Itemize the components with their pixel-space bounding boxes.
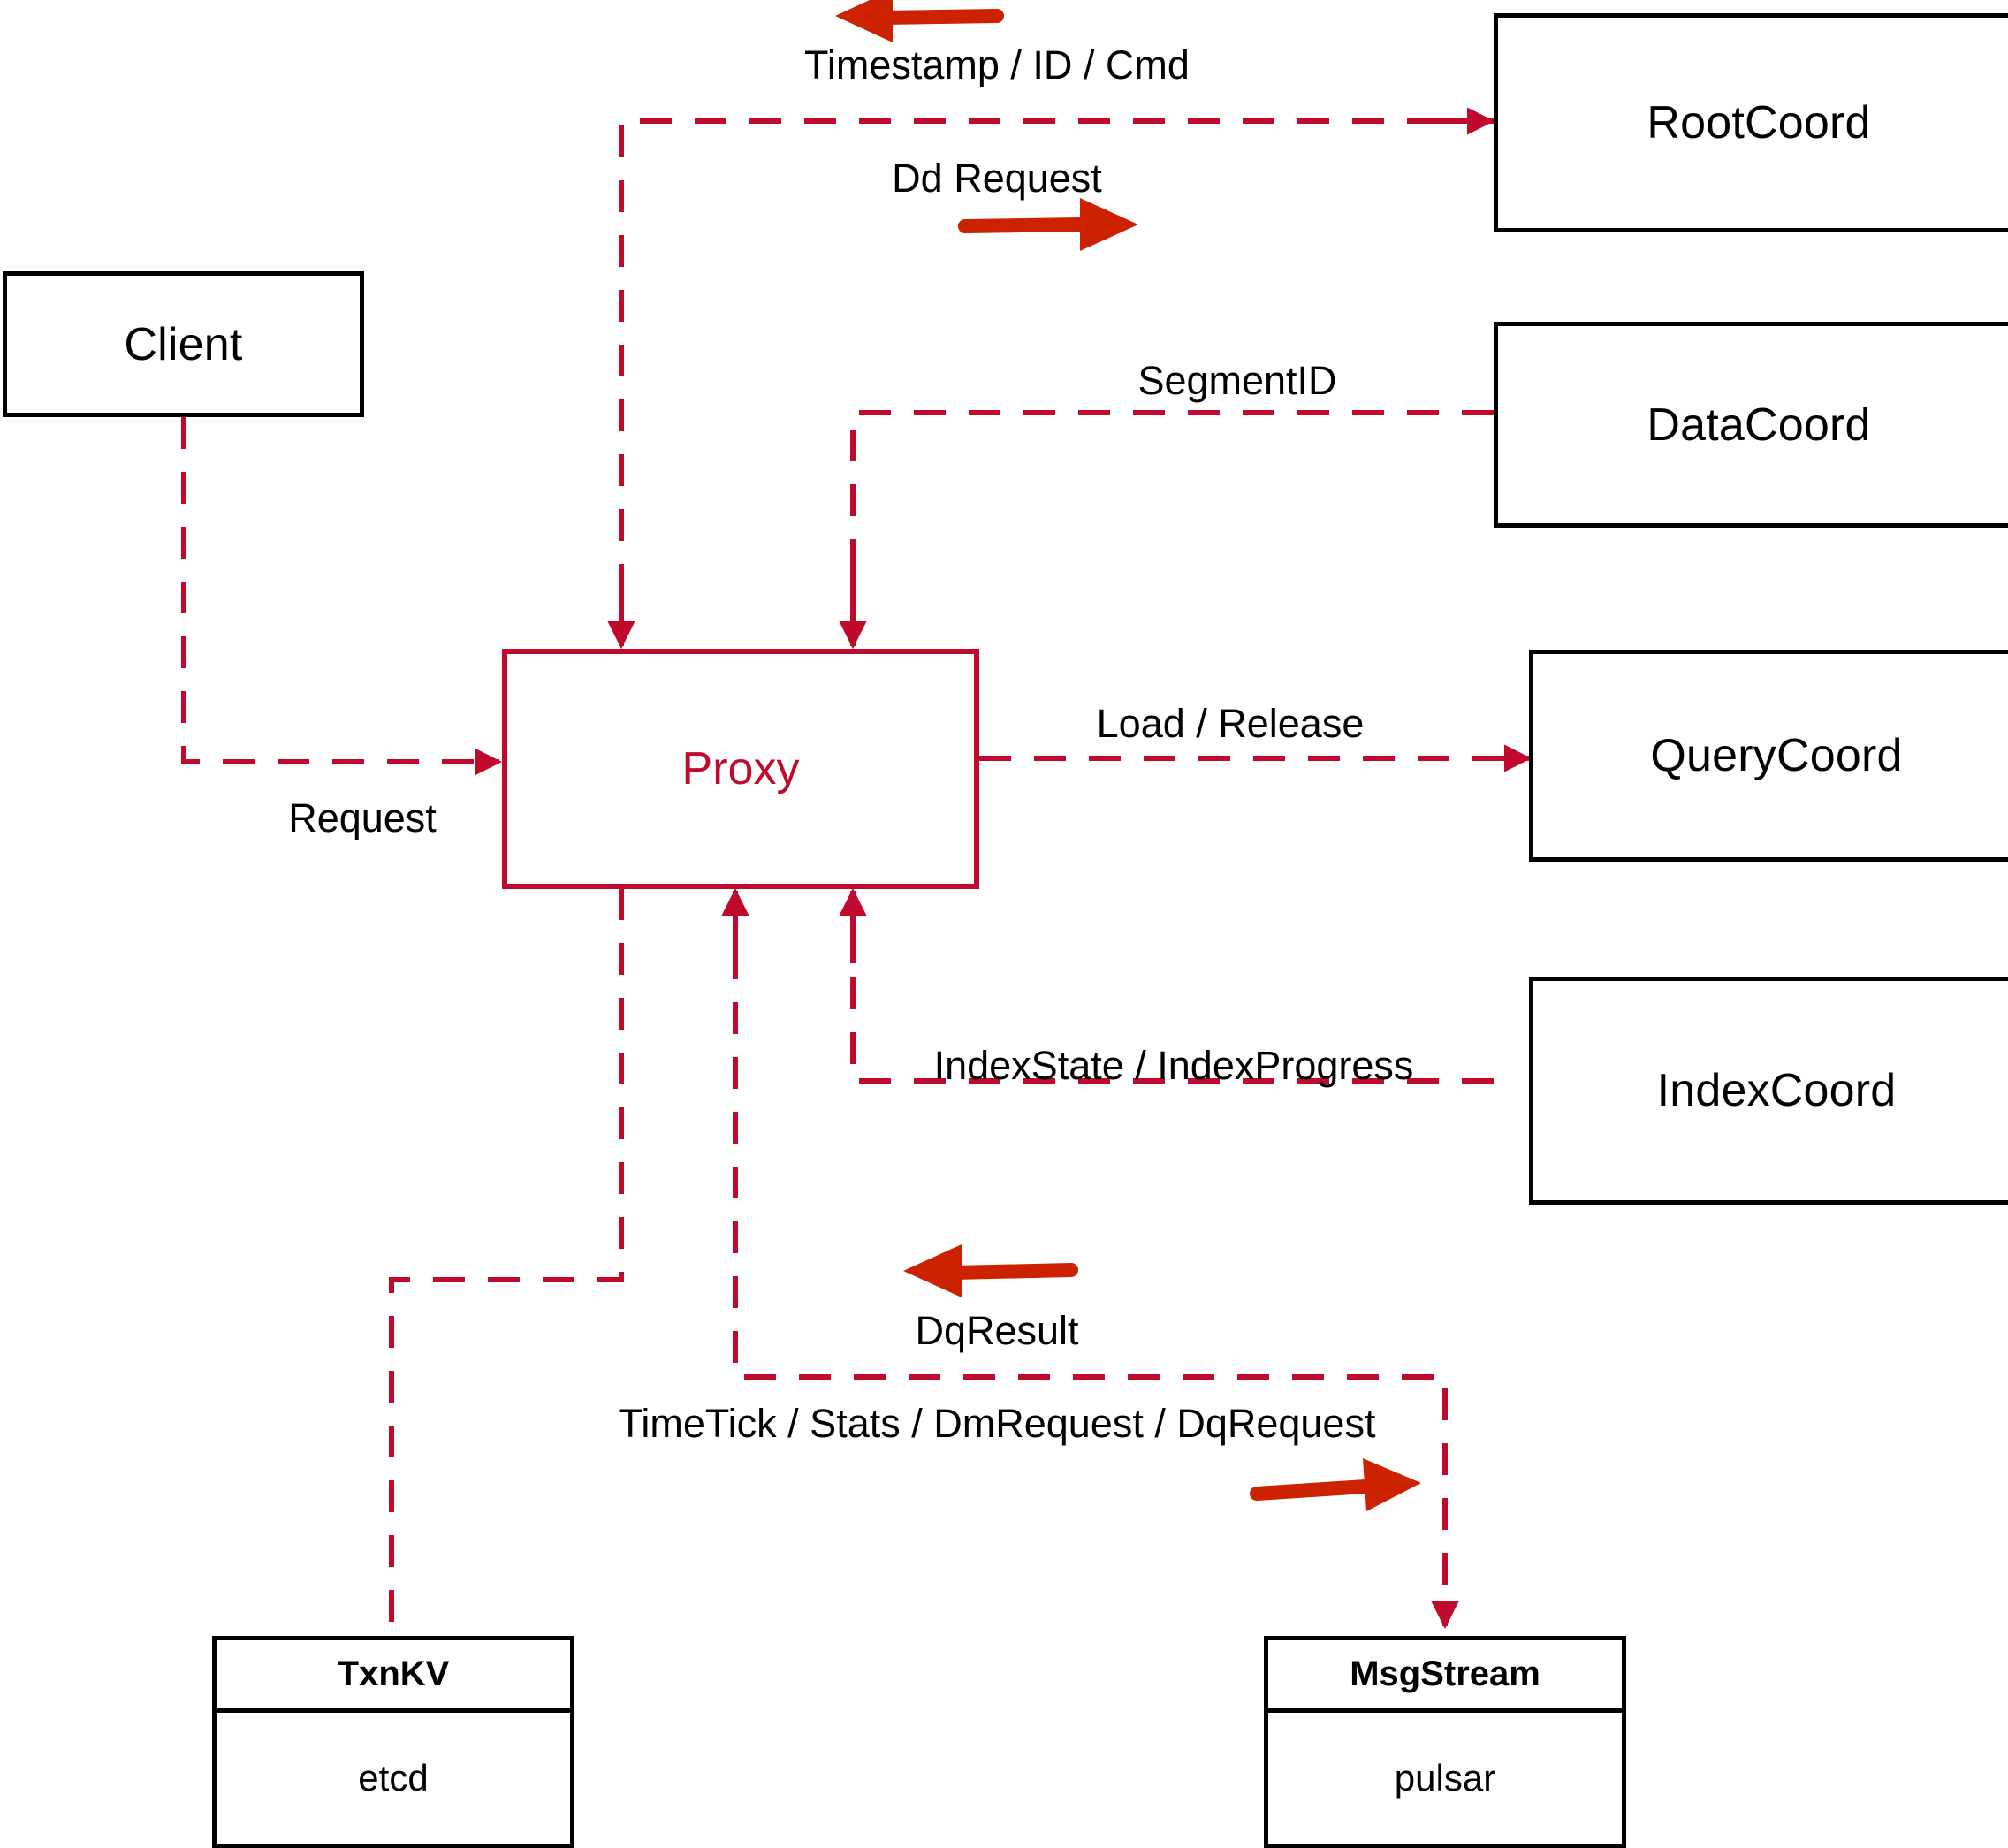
node-querycoord[interactable]: QueryCoord <box>1529 650 2008 862</box>
store-msgstream-impl: pulsar <box>1394 1757 1496 1799</box>
node-client-label: Client <box>124 318 243 370</box>
store-txnkv-body: etcd <box>217 1713 570 1844</box>
node-datacoord[interactable]: DataCoord <box>1494 322 2008 528</box>
store-msgstream-title: MsgStream <box>1350 1654 1540 1693</box>
edge-proxy-rootcoord-out <box>619 118 1494 646</box>
node-client[interactable]: Client <box>3 271 364 417</box>
store-txnkv[interactable]: TxnKV etcd <box>212 1636 574 1848</box>
edge-label-segment-id: SegmentID <box>1137 358 1337 403</box>
node-indexcoord-label: IndexCoord <box>1656 1065 1897 1116</box>
arrow-dd-request-icon <box>958 198 1138 251</box>
edge-label-dd-request: Dd Request <box>892 156 1102 201</box>
edge-label-timestamp-id-cmd: Timestamp / ID / Cmd <box>804 42 1190 87</box>
store-txnkv-title: TxnKV <box>337 1654 450 1693</box>
node-proxy-label: Proxy <box>681 743 800 795</box>
node-proxy[interactable]: Proxy <box>502 649 979 889</box>
edge-label-index-state: IndexState / IndexProgress <box>933 1043 1414 1088</box>
edge-label-timetick-stats: TimeTick / Stats / DmRequest / DqRequest <box>618 1401 1376 1446</box>
edge-proxy-msgstream <box>733 893 1459 1630</box>
node-querycoord-label: QueryCoord <box>1650 730 1903 781</box>
node-indexcoord[interactable]: IndexCoord <box>1529 977 2008 1205</box>
arrow-dq-result-icon <box>903 1244 1078 1297</box>
store-txnkv-impl: etcd <box>358 1757 429 1799</box>
node-rootcoord[interactable]: RootCoord <box>1494 13 2008 232</box>
store-msgstream[interactable]: MsgStream pulsar <box>1264 1636 1626 1848</box>
edge-datacoord-to-proxy <box>850 410 1494 646</box>
node-datacoord-label: DataCoord <box>1647 399 1871 451</box>
arrow-timetick-stats-icon <box>1250 1458 1421 1511</box>
edge-label-request: Request <box>288 795 437 840</box>
edge-client-to-proxy <box>181 417 503 776</box>
node-rootcoord-label: RootCoord <box>1647 97 1871 148</box>
edge-proxy-to-txnkv <box>389 888 624 1636</box>
store-msgstream-body: pulsar <box>1268 1713 1622 1844</box>
edge-label-dq-result: DqResult <box>915 1308 1079 1353</box>
edge-label-load-release: Load / Release <box>1096 701 1365 746</box>
store-txnkv-header: TxnKV <box>217 1640 570 1713</box>
store-msgstream-header: MsgStream <box>1268 1640 1622 1713</box>
arrow-timestamp-id-cmd-icon <box>835 0 1004 42</box>
